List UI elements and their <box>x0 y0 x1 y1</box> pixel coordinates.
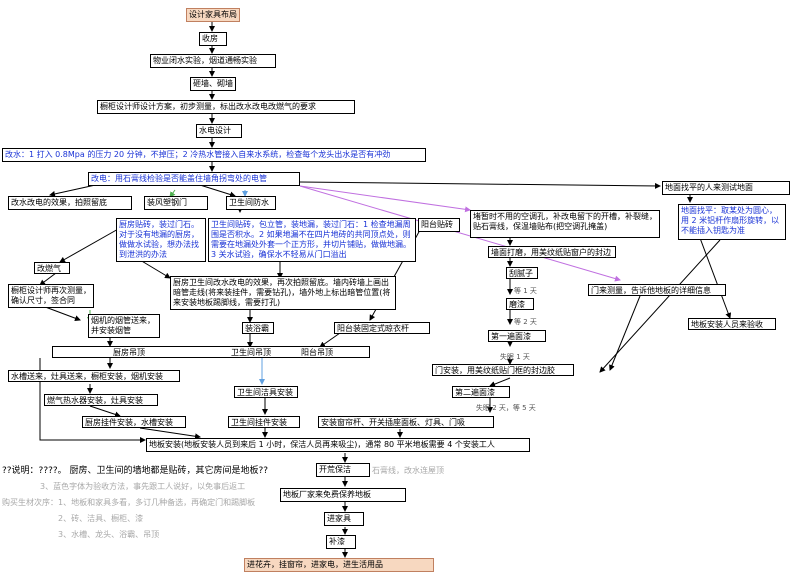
step-sanding-paint: 磨漆 <box>506 298 534 310</box>
note-overlap: 石膏线，改水连屋顶 <box>372 466 444 475</box>
note-wait-1: 等 1 天 <box>514 287 537 295</box>
step-floor-leveling-method: 地面找平：取某处为圆心，用 2 米铝杆作扇形旋转，以不能插入钥匙为准 <box>678 204 786 240</box>
step-water-heater: 燃气热水器安装，灶具安装 <box>44 394 158 406</box>
step-gate-measure: 门来测量，告诉他地板的详细信息 <box>588 284 726 296</box>
step-gas-change: 改燃气 <box>34 262 70 274</box>
step-bath-fittings: 卫生间挂件安装 <box>228 416 300 428</box>
step-bathroom-waterproof: 卫生间防水 <box>226 196 276 210</box>
step-plumbing: 改水：1 打入 0.8Mpa 的压力 20 分钟，不掉压；2 冷热水管接入自来水… <box>2 148 426 162</box>
step-cabinet-design: 橱柜设计师设计方案，初步测量，标出改水改电改燃气的要求 <box>97 100 355 114</box>
title-box: 设计家具布局 <box>186 8 240 22</box>
step-wall-sanding: 墙面打磨，用美纹纸贴窗户的封边胶 <box>488 246 616 258</box>
step-sink-stove: 水槽送来，灶具送来，橱柜安装，烟机安装 <box>8 370 180 382</box>
step-kitchen-fittings: 厨房挂件安装，水槽安装 <box>82 416 186 428</box>
note-line-1: ??说明：????。 厨房、卫生间的墙地都是贴砖，其它房间是地板?? <box>2 466 269 476</box>
note-line-5: 3、水槽、龙头、浴霸、吊顶 <box>58 530 160 539</box>
note-sleep-2: 失眠 2 天，等 5 天 <box>476 404 536 412</box>
step-putty: 刮腻子 <box>506 267 538 279</box>
step-cabinet-remeasure: 橱柜设计师再次测量，确认尺寸，签合同 <box>8 284 94 308</box>
step-floor-install-check: 地板安装人员来验收 <box>688 318 776 330</box>
step-demolish-build: 砸墙、砌墙 <box>190 77 236 91</box>
step-second-coat: 第二遍面漆 <box>452 386 510 398</box>
ceiling-row: 厨房吊顶 卫生间吊顶 阳台吊顶 <box>52 346 370 358</box>
step-touch-up: 补漆 <box>326 535 356 549</box>
step-install-door: 装风塑钢门 <box>144 196 208 210</box>
step-deep-clean: 开荒保洁 <box>316 463 370 477</box>
step-balcony-rack: 阳台装固定式晾衣杆 <box>334 322 430 334</box>
step-floor-install: 地板安装(地板安装人员到来后 1 小时，保洁人员再来吸尘)，通常 80 平米地板… <box>146 438 530 452</box>
step-water-electric-design: 水电设计 <box>196 124 242 138</box>
step-first-coat: 第一遍面漆 <box>488 330 546 342</box>
step-bathroom-ceiling: 卫生间吊顶 <box>231 348 271 357</box>
step-range-hood-pipe: 烟机的烟管送来，并安装烟管 <box>88 314 160 338</box>
step-door-install: 门安装，用美纹纸贴门框的封边胶 <box>432 364 574 376</box>
step-floor-leveling-test: 地面找平的人来测试地面 <box>662 181 790 195</box>
step-bath-heater: 装浴霸 <box>242 322 274 334</box>
step-bath-fixtures: 卫生间洁具安装 <box>234 386 298 398</box>
note-line-4: 2、砖、洁具、橱柜、漆 <box>58 514 144 523</box>
step-electrical: 改电：用石膏线检验是否能盖住墙角拐弯处的电管 <box>88 172 300 186</box>
step-patch-holes: 堵暂时不用的空调孔，补改电留下的开槽，补裂缝，贴石膏线，保温墙贴布(把空调孔掩盖… <box>470 210 660 238</box>
step-curtain-switches: 安装窗帘杆、开关插座面板、灯具、门吸 <box>318 416 494 428</box>
step-balcony-tiling: 阳台贴砖 <box>418 218 460 232</box>
step-kitchen-ceiling: 厨房吊顶 <box>113 348 145 357</box>
step-kitchen-tiling: 厨房贴砖，装过门石。对于没有地漏的厨房，做做水试验，想办法找到泄洪的办法 <box>116 218 206 262</box>
step-kitchen-bath-records: 厨房卫生间改水改电的效果，再次拍照留底。墙内砖墙上画出暗管走线(将来装挂件，需要… <box>170 276 396 310</box>
step-furniture: 进家具 <box>324 512 364 526</box>
step-property-tests: 物业闭水实验，烟道通畅实验 <box>150 54 276 68</box>
step-photo-record: 改水改电的效果，拍照留底 <box>8 196 132 210</box>
step-balcony-ceiling: 阳台吊顶 <box>301 348 333 357</box>
step-bathroom-tiling: 卫生间贴砖，包立管，装地漏，装过门石：1 检查地漏周围是否积水。2 如果地漏不在… <box>208 218 416 262</box>
note-line-2: 3、蓝色字体为验收方法，事先跟工人说好，以免事后返工 <box>40 482 246 491</box>
step-receive-house: 收房 <box>199 32 227 46</box>
final-step: 进花卉，挂窗帘，进家电，进生活用品 <box>244 558 434 572</box>
note-sleep-1: 失眠 1 天 <box>500 353 530 361</box>
note-wait-2: 等 2 天 <box>514 318 537 326</box>
note-line-3: 购买生材次序：1、地板和家具多看，多订几种备选，再确定门和踢脚板 <box>2 498 256 507</box>
step-floor-maintenance: 地板厂家来免费保养地板 <box>280 488 406 502</box>
